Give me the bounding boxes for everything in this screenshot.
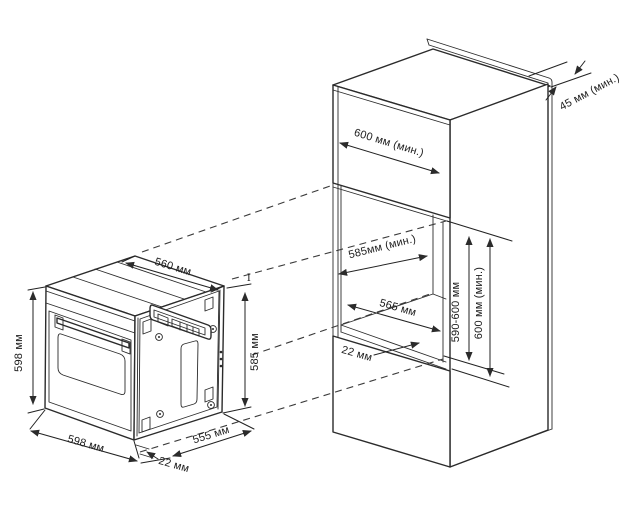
oven-front-width-label: 598 мм [66,433,106,455]
oven-niche [332,185,451,373]
oven-front-lip-label: 22 мм [157,455,191,475]
niche-height-label: 590-600 мм [450,282,462,343]
oven-body-depth-label: 555 мм [191,424,231,447]
section-mark: I [247,273,251,284]
niche-depth-label: 585мм (мин.) [347,233,417,261]
dim-niche-width: 565 мм [347,297,441,333]
dim-niche-depth: 585мм (мин.) [338,233,428,276]
cabinet-lower-panel [332,335,451,468]
cabinet-side-face [449,83,549,468]
dim-oven-front-height: 598 мм [13,286,46,414]
cabinet-rear-gap-label: 45 мм (мин.) [558,72,622,114]
oven-front-height-label: 598 мм [13,334,25,372]
dim-niche-height: 590-600 мм 600 мм (мин.) [443,220,513,388]
oven-body-height-label: 585 мм [249,333,261,371]
dim-oven-front-lip: 22 мм [146,451,191,475]
oven-door-handle [56,317,130,349]
oven-control-panel [149,304,212,340]
niche-height-min-label: 600 мм (мин.) [473,267,485,339]
oven-door-window [57,333,126,396]
rear-wall-panel [426,38,553,430]
oven [44,255,225,459]
side-cutout [180,340,199,408]
dim-oven-body-height: 585 мм I [222,273,261,414]
